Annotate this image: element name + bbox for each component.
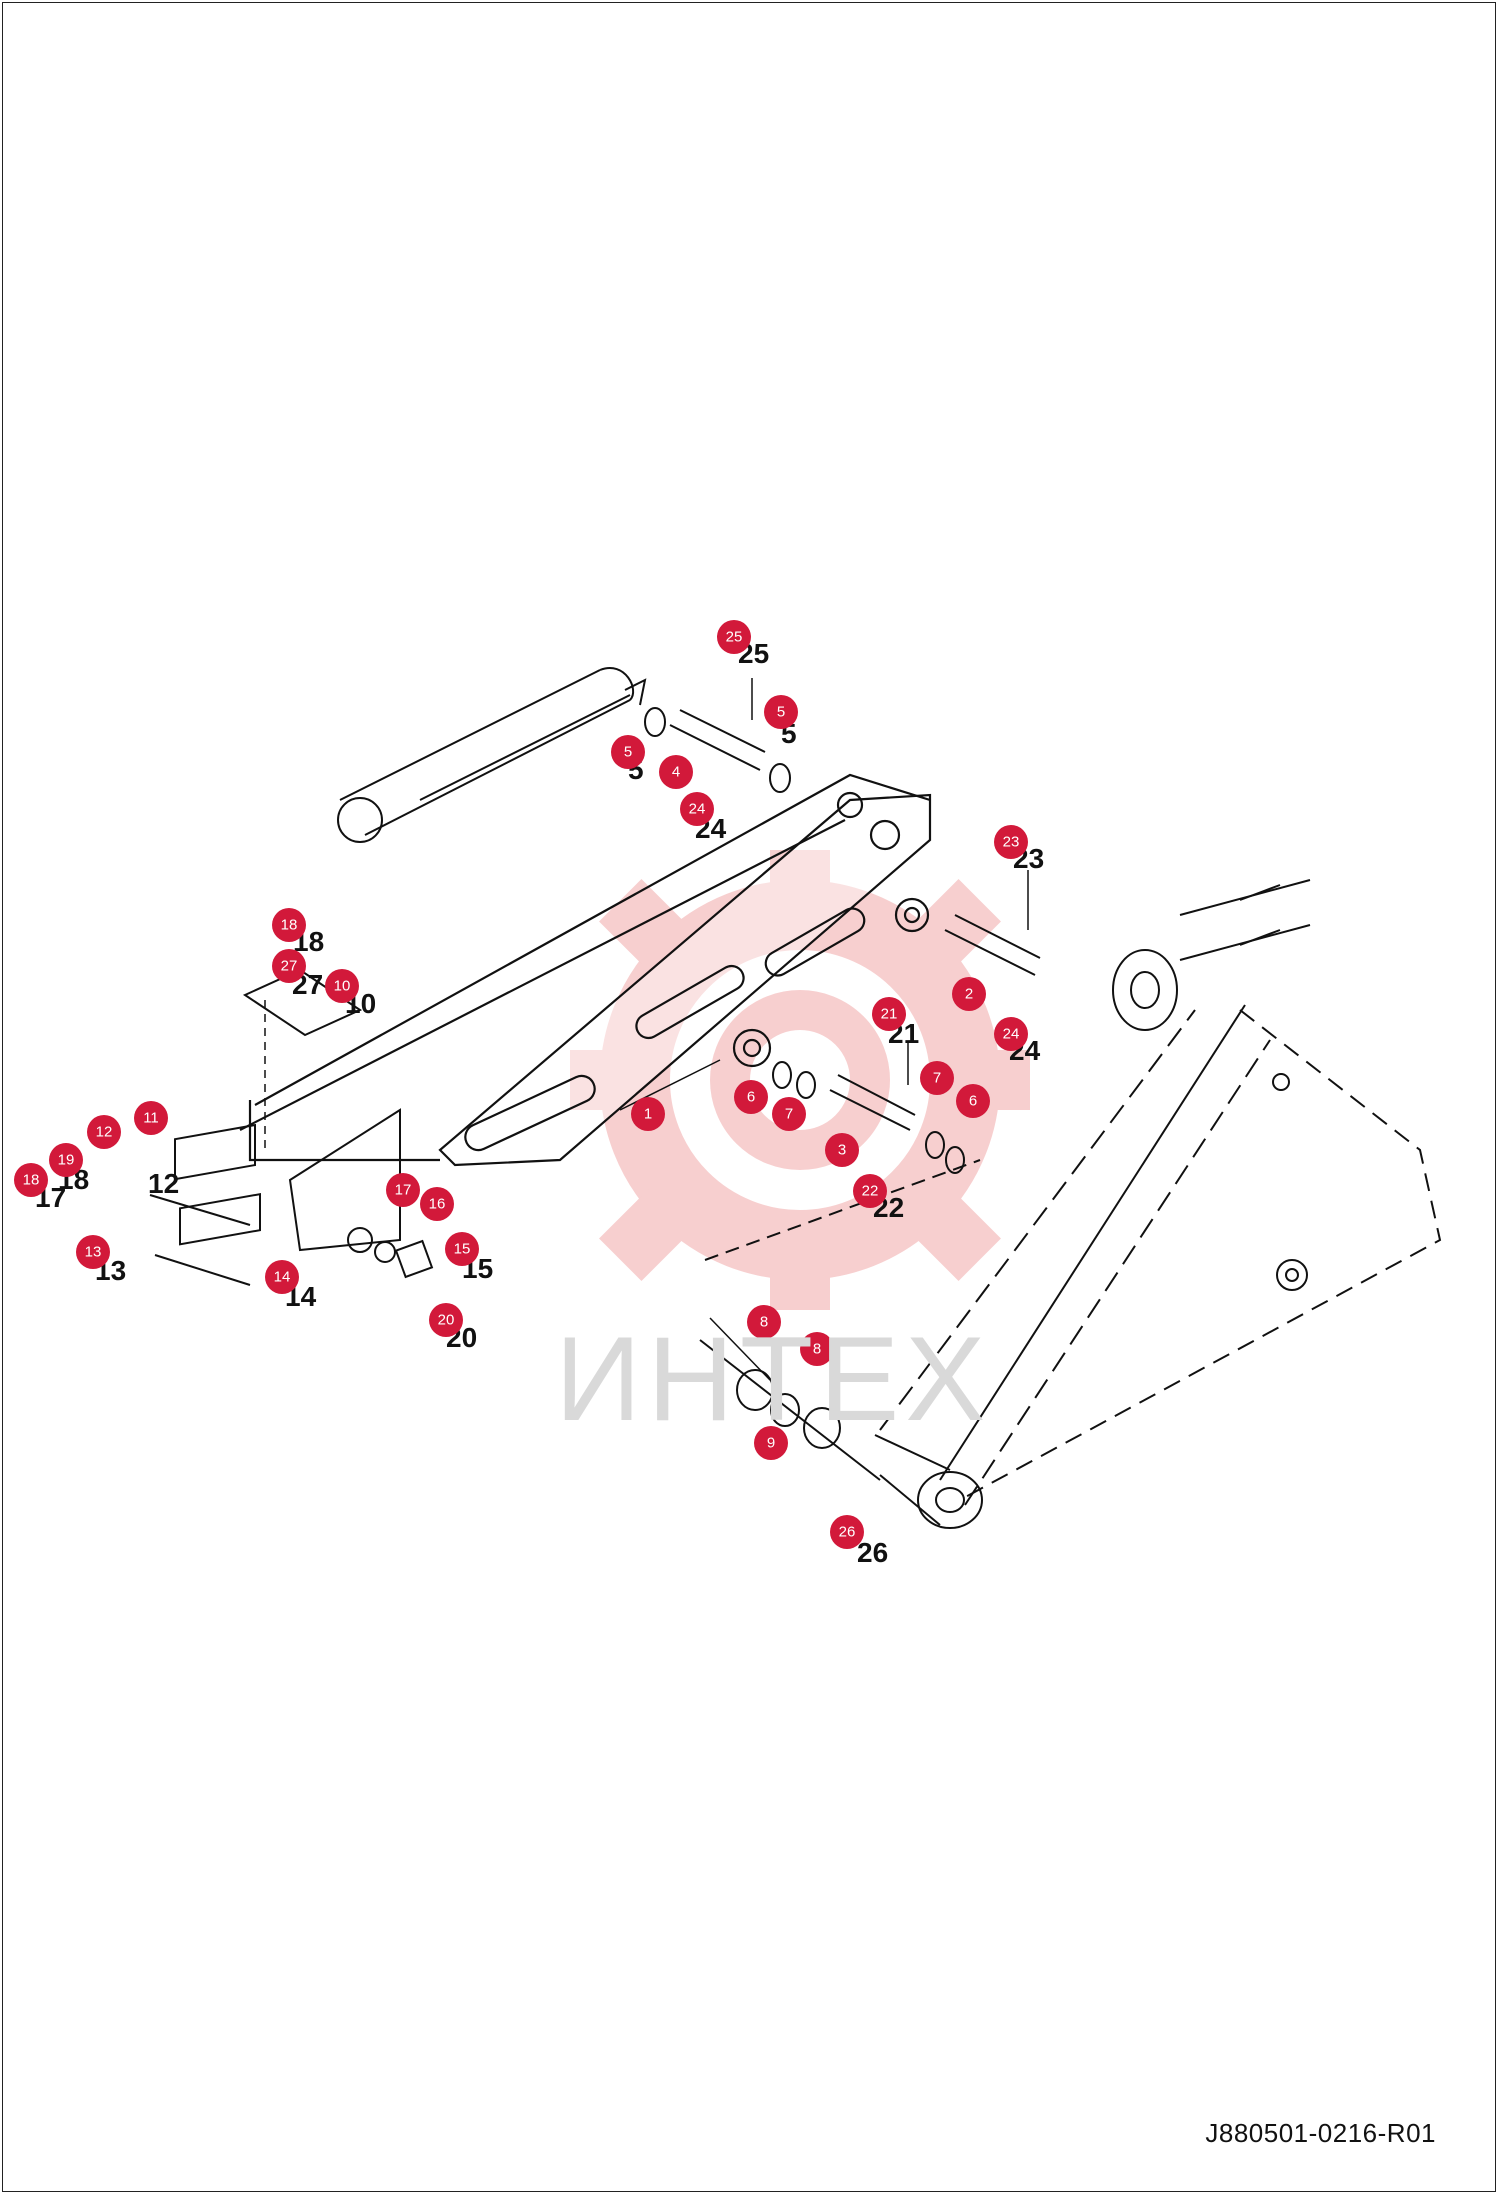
callout-badge: 6 xyxy=(734,1080,768,1114)
svg-text:3: 3 xyxy=(838,1142,846,1159)
svg-text:8: 8 xyxy=(813,1341,821,1358)
callout-badge: 24 xyxy=(680,792,714,826)
callout-badge: 21 xyxy=(872,997,906,1031)
svg-text:27: 27 xyxy=(281,958,298,975)
callout-badge: 1 xyxy=(631,1097,665,1131)
callout-badge: 5 xyxy=(764,695,798,729)
svg-text:14: 14 xyxy=(274,1269,291,1286)
callout-badge: 27 xyxy=(272,949,306,983)
callout-badge: 20 xyxy=(429,1303,463,1337)
svg-text:25: 25 xyxy=(726,629,743,646)
svg-text:6: 6 xyxy=(747,1089,755,1106)
hydraulic-cylinder-right xyxy=(1112,879,1311,1031)
svg-text:17: 17 xyxy=(395,1182,412,1199)
watermark-text: ИНТЕХ xyxy=(555,1312,992,1446)
svg-text:18: 18 xyxy=(281,917,298,934)
svg-text:16: 16 xyxy=(429,1196,446,1213)
callout-badge: 17 xyxy=(386,1173,420,1207)
callout-badge: 4 xyxy=(659,755,693,789)
svg-text:7: 7 xyxy=(933,1070,941,1087)
callout-badge: 8 xyxy=(800,1332,834,1366)
svg-text:22: 22 xyxy=(862,1183,879,1200)
callout-badge: 18 xyxy=(272,908,306,942)
callout-badge: 14 xyxy=(265,1260,299,1294)
watermark-gear-icon xyxy=(570,850,1030,1310)
callout-badge: 10 xyxy=(325,969,359,1003)
svg-text:4: 4 xyxy=(672,764,680,781)
callout-badge: 5 xyxy=(611,735,645,769)
bracket-assembly xyxy=(149,968,434,1286)
svg-text:13: 13 xyxy=(85,1244,102,1261)
svg-text:1: 1 xyxy=(644,1106,652,1123)
svg-text:21: 21 xyxy=(881,1006,898,1023)
callout-badge: 24 xyxy=(994,1017,1028,1051)
callout-number: 26 xyxy=(857,1537,888,1568)
callout-badge: 26 xyxy=(830,1515,864,1549)
callout-badge: 15 xyxy=(445,1232,479,1266)
svg-text:15: 15 xyxy=(454,1241,471,1258)
boom-lower xyxy=(874,1004,1442,1529)
svg-text:12: 12 xyxy=(96,1124,113,1141)
svg-text:19: 19 xyxy=(58,1152,75,1169)
svg-text:20: 20 xyxy=(438,1312,455,1329)
svg-text:26: 26 xyxy=(839,1524,856,1541)
main-arm xyxy=(239,773,932,1167)
svg-text:5: 5 xyxy=(624,744,632,761)
svg-text:24: 24 xyxy=(689,801,706,818)
callout-badge: 8 xyxy=(747,1305,781,1339)
svg-text:9: 9 xyxy=(767,1435,775,1452)
svg-text:5: 5 xyxy=(777,704,785,721)
callout-badge: 7 xyxy=(920,1061,954,1095)
callout-badge: 19 xyxy=(49,1143,83,1177)
callout-badges: 25 5 5 4 24 23 2 24 18 27 10 21 7 6 7 6 … xyxy=(14,620,1028,1549)
callout-badge: 22 xyxy=(853,1174,887,1208)
callout-badge: 12 xyxy=(87,1115,121,1149)
callout-badge: 2 xyxy=(952,977,986,1011)
hydraulic-cylinder-upper xyxy=(337,667,647,843)
leader-lines xyxy=(264,678,1029,1381)
svg-text:23: 23 xyxy=(1003,834,1020,851)
callout-badge: 3 xyxy=(825,1133,859,1167)
callout-badge: 7 xyxy=(772,1097,806,1131)
callout-badge: 13 xyxy=(76,1235,110,1269)
pins-and-bushings xyxy=(644,707,1041,1481)
callout-badge: 25 xyxy=(717,620,751,654)
svg-text:7: 7 xyxy=(785,1106,793,1123)
callout-number: 12 xyxy=(148,1168,179,1199)
svg-text:8: 8 xyxy=(760,1314,768,1331)
callout-badge: 18 xyxy=(14,1163,48,1197)
callout-badge: 23 xyxy=(994,825,1028,859)
document-code: J880501-0216-R01 xyxy=(1205,2118,1436,2148)
svg-text:10: 10 xyxy=(334,978,351,995)
callout-badge: 6 xyxy=(956,1084,990,1118)
callout-badge: 16 xyxy=(420,1187,454,1221)
svg-text:2: 2 xyxy=(965,986,973,1003)
callout-badge: 9 xyxy=(754,1426,788,1460)
svg-text:11: 11 xyxy=(143,1110,159,1127)
svg-text:6: 6 xyxy=(969,1093,977,1110)
svg-text:24: 24 xyxy=(1003,1026,1020,1043)
svg-text:18: 18 xyxy=(23,1172,40,1189)
callout-badge: 11 xyxy=(134,1101,168,1135)
